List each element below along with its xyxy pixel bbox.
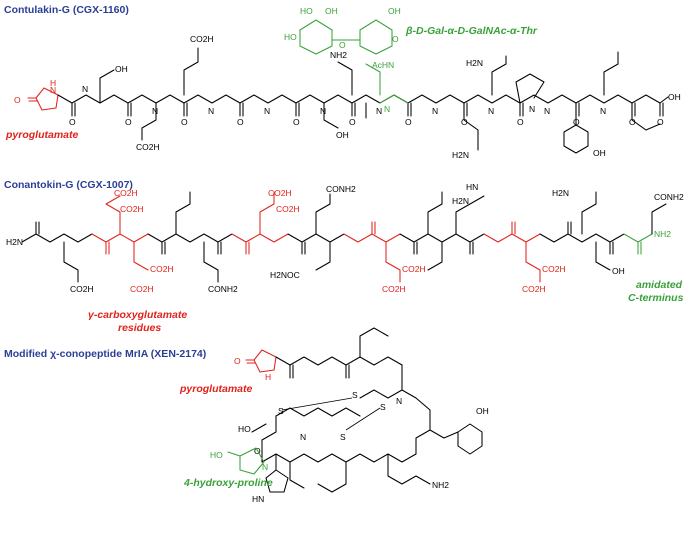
glu-co2h: CO2H [70, 284, 94, 294]
sugar-oh-right: OH [388, 6, 401, 16]
amide-nh: N [82, 84, 88, 94]
asn-conh2: CONH2 [654, 192, 684, 202]
amide-nh: N [320, 106, 326, 116]
conantokin-title: Conantokin-G (CGX-1007) [4, 179, 133, 191]
pyro-oxygen: O [234, 356, 241, 366]
oxygen-label: O [69, 117, 76, 127]
n-terminus: H2N [6, 237, 23, 247]
amide-nh: N [432, 106, 438, 116]
amide-nh: N [544, 106, 550, 116]
amidated-label-line2: C-terminus [628, 292, 684, 304]
sugar-o-ring: O [392, 34, 399, 44]
amide-nh: N [488, 106, 494, 116]
gla-co2h-lower2: CO2H [522, 284, 546, 294]
contulakin-structure: O N H O O O O O O O O O O [14, 6, 681, 160]
hyp-n: N [262, 462, 268, 472]
gla-co2h: CO2H [120, 204, 144, 214]
asn-nh2: NH2 [330, 50, 347, 60]
lys-nh2-top: H2N [466, 58, 483, 68]
contulakin-title: Contulakin-G (CGX-1160) [4, 4, 129, 16]
gla-co2h-lower2: CO2H [130, 284, 154, 294]
oxygen-label: O [405, 117, 412, 127]
gla-co2h: CO2H [114, 188, 138, 198]
ser-oh: OH [612, 266, 625, 276]
pyro-h: H [265, 372, 271, 382]
hydroxyproline-label: 4-hydroxy-proline [183, 477, 273, 489]
glu-co2h-top: CO2H [190, 34, 214, 44]
amide-nh: N [300, 432, 306, 442]
pyroglutamate-ring: O H [234, 349, 277, 382]
mria-structure: O H S S S S HO O N N OH NH2 [210, 327, 489, 504]
gln-h2noc: H2NOC [270, 270, 300, 280]
carbonyl-group [71, 102, 664, 117]
tyr-oh: OH [593, 148, 606, 158]
pyro-oxygen: O [14, 95, 21, 105]
amide-nh: N [600, 106, 606, 116]
oxygen-label: O [349, 117, 356, 127]
gla-co2h: CO2H [268, 188, 292, 198]
cys-oh: HO [238, 424, 251, 434]
mria-title: Modified χ-conopeptide MrIA (XEN-2174) [4, 348, 206, 360]
gla-label-line2: residues [118, 322, 161, 334]
hydroxyproline-ring: HO N [210, 447, 268, 475]
hyp-oh: HO [210, 450, 223, 460]
lys-nh2: NH2 [432, 480, 449, 490]
oxygen-label: O [293, 117, 300, 127]
carbonyl-group [35, 221, 642, 255]
gln-conh2-top: CONH2 [326, 184, 356, 194]
tyr-oh: OH [476, 406, 489, 416]
oxygen-label: O [517, 117, 524, 127]
pyro-nh: N [50, 85, 56, 95]
oxygen-label: O [125, 117, 132, 127]
amide-nh: N [376, 106, 382, 116]
gla-co2h-lower: CO2H [402, 264, 426, 274]
achn-label: AcHN [372, 60, 394, 70]
thr-n: N [384, 104, 390, 114]
gla-co2h: CO2H [276, 204, 300, 214]
glu-co2h: CO2H [136, 142, 160, 152]
pyroglutamate-label-bottom: pyroglutamate [179, 383, 253, 395]
conantokin-structure: H2N NH2 CO2H CO2H [6, 182, 684, 294]
gln-conh2: CONH2 [208, 284, 238, 294]
ser-oh: OH [115, 64, 128, 74]
terminal-oh: OH [668, 92, 681, 102]
oxygen-label: O [461, 117, 468, 127]
glycosidic-o: O [339, 40, 346, 50]
amide-nh: N [208, 106, 214, 116]
gla-co2h-lower2: CO2H [382, 284, 406, 294]
amide-nh: N [152, 106, 158, 116]
arg-nh: HN [466, 182, 478, 192]
lys-h2n: H2N [552, 188, 569, 198]
oxygen-label: O [237, 117, 244, 127]
sugar-ho-left: HO [284, 32, 297, 42]
oxygen-label: O [629, 117, 636, 127]
thr-oh: OH [336, 130, 349, 140]
gla-label-line1: γ-carboxyglutamate [88, 309, 187, 321]
oxygen-label: O [657, 117, 664, 127]
amide-nh: N [264, 106, 270, 116]
pyroglutamate-ring: O N H [14, 78, 59, 111]
glycan-chain: O AcHN OH HO HO OH O N [284, 6, 409, 114]
pyro-h: H [50, 78, 56, 88]
his-hn: HN [252, 494, 264, 504]
sulfur-label: S [380, 402, 386, 412]
amidated-label-line1: amidated [636, 279, 683, 291]
pyroglutamate-label-top: pyroglutamate [5, 129, 79, 141]
sulfur-label: S [352, 390, 358, 400]
sulfur-label: S [340, 432, 346, 442]
glyco-label: β-D-Gal-α-D-GalNAc-α-Thr [405, 25, 538, 37]
sulfur-label: S [278, 406, 284, 416]
amide-nh2: NH2 [654, 229, 671, 239]
lys-nh2: H2N [452, 150, 469, 160]
sugar-oh: OH [325, 6, 338, 16]
gla-co2h-lower: CO2H [150, 264, 174, 274]
sugar-ho: HO [300, 6, 313, 16]
amide-nh: N [396, 396, 402, 406]
arg-h2n: H2N [452, 196, 469, 206]
gla-co2h-lower: CO2H [542, 264, 566, 274]
oxygen-label: O [181, 117, 188, 127]
pro-n: N [529, 104, 535, 114]
